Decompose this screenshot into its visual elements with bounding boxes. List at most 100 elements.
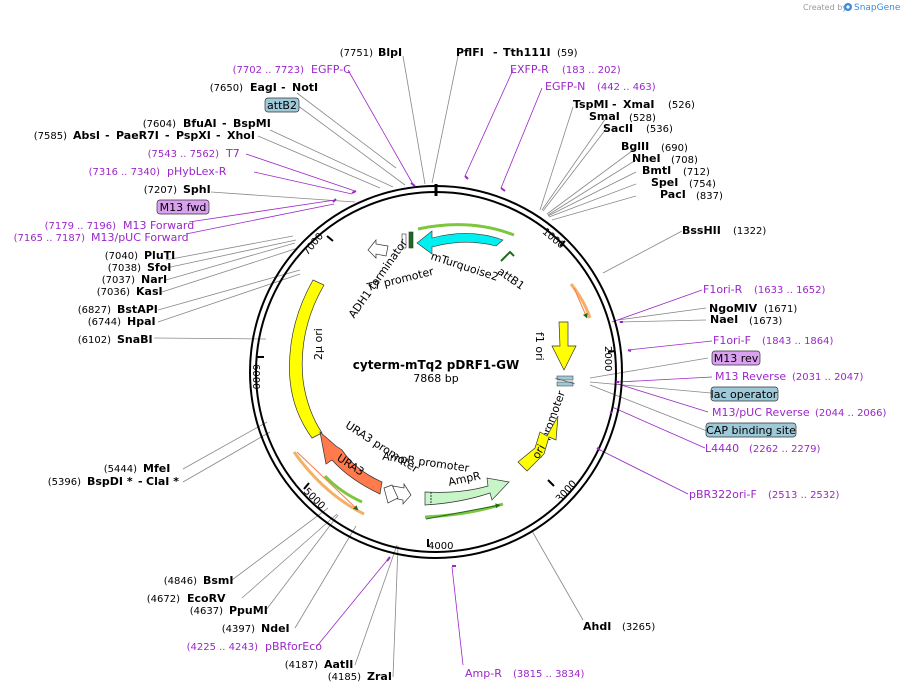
site-nari[interactable]: (7037) NarI bbox=[102, 273, 167, 286]
ecorv-pos: (4672) bbox=[147, 594, 180, 605]
snapgene-logo-icon bbox=[844, 3, 852, 11]
ampr-feature[interactable]: AmpR bbox=[424, 469, 510, 520]
ndei-name: NdeI bbox=[261, 622, 290, 635]
site-tspmi[interactable]: TspMI - XmaI (526) bbox=[573, 98, 695, 111]
primer-box-m13rev[interactable]: M13 rev bbox=[711, 350, 761, 366]
credit-text: Created by bbox=[803, 3, 847, 12]
m13forward-name: M13 Forward bbox=[123, 219, 194, 232]
feature-box-attb2[interactable]: attB2 bbox=[264, 97, 300, 113]
site-sphi[interactable]: (7207) SphI bbox=[144, 183, 211, 196]
pluti-name: PluTI bbox=[144, 249, 175, 262]
site-smai[interactable]: SmaI (528) bbox=[589, 110, 656, 124]
site-sfoi[interactable]: (7038) SfoI bbox=[108, 261, 172, 274]
f1ori-f-pos: (1843 .. 1864) bbox=[762, 336, 834, 347]
site-ngomiv[interactable]: NgoMIV (1671) bbox=[709, 302, 797, 315]
primer-f1ori-r[interactable]: F1ori-R (1633 .. 1652) bbox=[703, 283, 826, 296]
primer-box-m13fwd[interactable]: M13 fwd bbox=[156, 199, 210, 215]
site-zrai[interactable]: (4185) ZraI bbox=[328, 670, 392, 683]
tick-1000: 1000 bbox=[540, 227, 567, 252]
site-absi[interactable]: (7585) AbsI - PaeR7I - PspXI - XhoI bbox=[34, 129, 255, 142]
bstapi-name: BstAPI bbox=[117, 303, 158, 316]
ppumi-name: PpuMI bbox=[229, 604, 268, 617]
bmti-pos: (712) bbox=[683, 167, 710, 178]
snapgene-credit[interactable]: Created by SnapGene bbox=[803, 3, 901, 13]
ecorv-name: EcoRV bbox=[187, 592, 226, 605]
m13reverse-pos: (2031 .. 2047) bbox=[792, 372, 864, 383]
absi-sep1: - bbox=[105, 129, 110, 142]
attb1-label: attB1 bbox=[495, 265, 527, 293]
site-bsshii[interactable]: BssHII (1322) bbox=[682, 224, 766, 237]
site-bglii[interactable]: BglII (690) bbox=[621, 140, 688, 154]
nari-pos: (7037) bbox=[102, 275, 135, 286]
lac-operator-feature[interactable] bbox=[554, 375, 576, 387]
site-bspdi[interactable]: (5396) BspDI * - ClaI * bbox=[48, 475, 179, 488]
ori-feature[interactable]: ori bbox=[517, 415, 559, 472]
aatii-pos: (4187) bbox=[285, 660, 318, 671]
site-blpi[interactable]: (7751) BlpI bbox=[340, 46, 402, 59]
kasi-pos: (7036) bbox=[97, 287, 130, 298]
primer-m13-reverse[interactable]: M13 Reverse (2031 .. 2047) bbox=[715, 370, 864, 383]
site-snabi[interactable]: (6102) SnaBI bbox=[78, 333, 153, 346]
primer-egfp-c[interactable]: (7702 .. 7723) EGFP-C bbox=[233, 63, 352, 76]
paer7i-name: PaeR7I bbox=[116, 129, 159, 142]
site-ndei[interactable]: (4397) NdeI bbox=[222, 622, 290, 635]
blpi-name: BlpI bbox=[378, 46, 402, 59]
tspmi-sep: - bbox=[612, 98, 617, 111]
primer-f1ori-f[interactable]: F1ori-F (1843 .. 1864) bbox=[713, 334, 834, 347]
spei-pos: (754) bbox=[689, 179, 716, 190]
primer-pbrforeco[interactable]: (4225 .. 4243) pBRforEco bbox=[187, 640, 323, 653]
absi-sep3: - bbox=[216, 129, 221, 142]
primer-egfp-n[interactable]: EGFP-N (442 .. 463) bbox=[545, 80, 656, 93]
site-sacii[interactable]: SacII (536) bbox=[603, 122, 673, 135]
pbr322-pos: (2513 .. 2532) bbox=[768, 490, 840, 501]
f1-ori-feature[interactable]: f1 ori bbox=[533, 283, 592, 371]
primer-m13puc-forward[interactable]: (7165 .. 7187) M13/pUC Forward bbox=[14, 231, 189, 244]
site-eagi[interactable]: (7650) EagI - NotI bbox=[210, 81, 318, 94]
site-pflfi[interactable]: PflFI - Tth111I (59) bbox=[456, 46, 578, 59]
pspxi-name: PspXI bbox=[176, 129, 211, 142]
primer-exfp-r[interactable]: EXFP-R (183 .. 202) bbox=[510, 63, 621, 76]
site-paci[interactable]: PacI (837) bbox=[660, 188, 723, 202]
pbrforeco-name: pBRforEco bbox=[265, 640, 322, 653]
primer-m13puc-reverse[interactable]: M13/pUC Reverse (2044 .. 2066) bbox=[712, 406, 887, 419]
blpi-pos: (7751) bbox=[340, 48, 373, 59]
site-ahdi[interactable]: AhdI (3265) bbox=[583, 620, 655, 633]
tspmi-name: TspMI bbox=[573, 98, 609, 111]
site-spei[interactable]: SpeI (754) bbox=[651, 176, 716, 190]
egfp-n-pos: (442 .. 463) bbox=[597, 82, 656, 93]
site-nhei[interactable]: NheI (708) bbox=[632, 152, 698, 166]
site-aatii[interactable]: (4187) AatII bbox=[285, 658, 354, 671]
site-mfei[interactable]: (5444) MfeI bbox=[104, 462, 171, 475]
site-hpai[interactable]: (6744) HpaI bbox=[88, 315, 156, 328]
site-ecorv[interactable]: (4672) EcoRV bbox=[147, 592, 226, 605]
site-bmti[interactable]: BmtI (712) bbox=[642, 164, 710, 178]
ori-label: ori bbox=[530, 442, 548, 461]
attb2-feature[interactable] bbox=[401, 231, 414, 249]
attb1-feature[interactable]: attB1 bbox=[495, 250, 527, 293]
two-mu-ori-feature[interactable]: 2μ ori bbox=[289, 279, 325, 439]
bsmi-pos: (4846) bbox=[164, 576, 197, 587]
m13reverse-name: M13 Reverse bbox=[715, 370, 786, 383]
site-bfuai[interactable]: (7604) BfuAI - BspMI bbox=[143, 117, 271, 130]
site-pluti[interactable]: (7040) PluTI bbox=[105, 249, 176, 262]
primer-l4440[interactable]: L4440 (2262 .. 2279) bbox=[705, 442, 821, 455]
zrai-pos: (4185) bbox=[328, 672, 361, 683]
xmai-name: XmaI bbox=[623, 98, 654, 111]
site-kasi[interactable]: (7036) KasI bbox=[97, 285, 163, 298]
site-ppumi[interactable]: (4637) PpuMI bbox=[190, 604, 268, 617]
hpai-pos: (6744) bbox=[88, 317, 121, 328]
naei-pos: (1673) bbox=[749, 316, 782, 327]
feature-box-cap[interactable]: CAP binding site bbox=[705, 422, 797, 438]
primer-m13-forward[interactable]: (7179 .. 7196) M13 Forward bbox=[45, 219, 195, 232]
primer-amp-r[interactable]: Amp-R (3815 .. 3834) bbox=[465, 667, 585, 680]
primer-t7[interactable]: (7543 .. 7562) T7 bbox=[148, 147, 240, 160]
site-naei[interactable]: NaeI (1673) bbox=[710, 313, 782, 327]
primer-pbr322ori-f[interactable]: pBR322ori-F (2513 .. 2532) bbox=[689, 488, 840, 501]
feature-box-lac-operator[interactable]: lac operator bbox=[710, 386, 779, 402]
eagi-sep: - bbox=[281, 81, 286, 94]
tth111i-name: Tth111I bbox=[503, 46, 551, 59]
site-bstapi[interactable]: (6827) BstAPI bbox=[78, 303, 158, 316]
exfp-r-pos: (183 .. 202) bbox=[562, 65, 621, 76]
primer-phyblex-r[interactable]: (7316 .. 7340) pHybLex-R bbox=[89, 165, 227, 178]
site-bsmi[interactable]: (4846) BsmI bbox=[164, 574, 234, 587]
